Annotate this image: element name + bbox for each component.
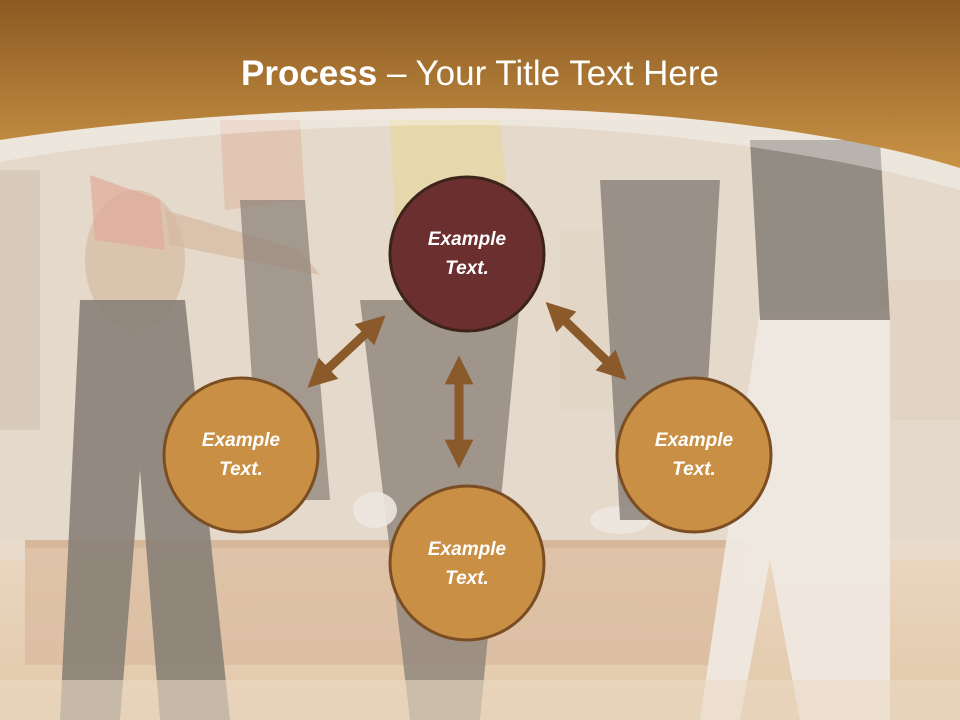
node-bottom-line1: Example xyxy=(427,539,507,560)
arrow-top-right xyxy=(545,301,627,381)
node-top-line1: Example xyxy=(427,229,507,250)
node-top-line2: Text. xyxy=(445,258,489,279)
node-right-line2: Text. xyxy=(672,459,716,480)
node-top-circle xyxy=(388,175,546,333)
node-right-circle xyxy=(615,376,773,534)
title-bold-part: Process xyxy=(241,54,378,93)
node-right-line1: Example xyxy=(654,430,734,451)
node-left-circle xyxy=(162,376,320,534)
title-rest: Your Title Text Here xyxy=(415,54,720,93)
arrow-top-left xyxy=(307,315,386,388)
node-left-line2: Text. xyxy=(219,459,263,480)
node-bottom-line2: Text. xyxy=(445,568,489,589)
slide-title: Process – Your Title Text Here xyxy=(0,52,960,96)
node-left-label: Example Text. xyxy=(166,426,316,486)
node-top-label: Example Text. xyxy=(392,225,542,285)
title-band xyxy=(0,0,960,190)
node-right-label: Example Text. xyxy=(619,426,769,486)
title-separator: – xyxy=(377,54,416,93)
node-left-line1: Example xyxy=(201,430,281,451)
node-bottom-circle xyxy=(388,484,546,642)
node-bottom-label: Example Text. xyxy=(392,535,542,595)
